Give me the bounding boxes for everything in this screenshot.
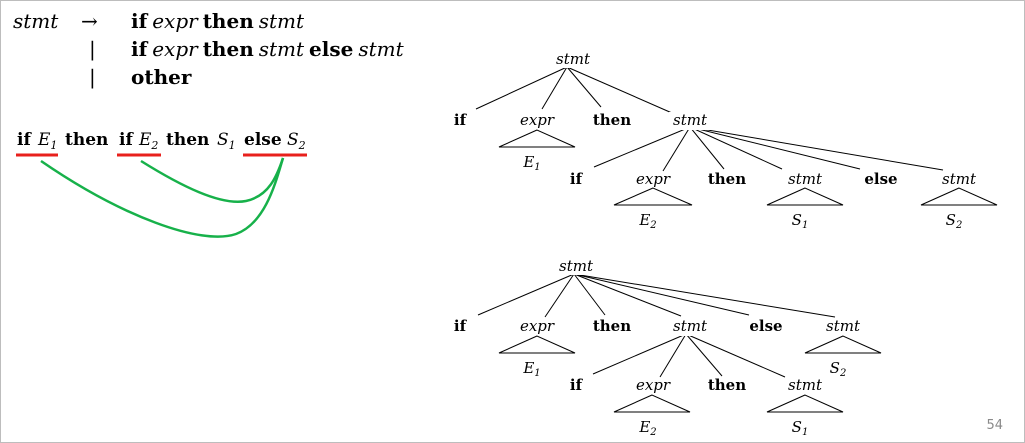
grammar: stmt → | | if expr then stmt if expr the… xyxy=(13,9,405,90)
sentence-token-else: else xyxy=(244,130,282,150)
tree-bottom-inner-if: if xyxy=(570,376,584,394)
grammar-rule-1-then: then xyxy=(203,9,255,33)
binding-arcs xyxy=(40,157,285,238)
tree-bottom-stmt-2: stmt xyxy=(826,317,861,335)
tree-bottom-then: then xyxy=(593,317,631,335)
grammar-rule-2: if expr then stmt else stmt xyxy=(131,37,405,61)
grammar-arrow: → xyxy=(81,9,98,33)
tree-bottom-inner-then: then xyxy=(708,376,746,394)
tree-top-inner-stmt-1: stmt xyxy=(788,170,823,188)
sentence-token-e1: E1 xyxy=(37,130,57,152)
tree-bottom-else: else xyxy=(749,317,782,335)
grammar-rule-2-expr: expr xyxy=(152,37,199,61)
tree-top-expr: expr xyxy=(520,111,555,129)
sentence-token-s1: S1 xyxy=(217,130,236,152)
grammar-rule-3-other: other xyxy=(131,65,192,89)
arc-if-e2-to-else xyxy=(140,157,285,204)
grammar-rule-1-expr: expr xyxy=(152,9,199,33)
tree-bottom-s2: S2 xyxy=(830,359,847,379)
tree-top-inner-else: else xyxy=(864,170,897,188)
tree-bottom-s1: S1 xyxy=(792,418,809,438)
tree-top-if: if xyxy=(454,111,468,129)
grammar-rule-1-if: if xyxy=(131,9,149,33)
tree-top-then: then xyxy=(593,111,631,129)
grammar-bar-2: | xyxy=(89,65,96,90)
tree-bottom-if: if xyxy=(454,317,468,335)
tree-bottom-root-stmt: stmt xyxy=(559,257,594,275)
tree-top-stmt: stmt xyxy=(673,111,708,129)
tree-top-inner-if: if xyxy=(570,170,584,188)
tree-bottom-inner-stmt: stmt xyxy=(788,376,823,394)
grammar-rule-2-then: then xyxy=(203,37,255,61)
tree-bottom-e2: E2 xyxy=(638,418,656,438)
sentence-token-then-1: then xyxy=(65,130,108,150)
sentence-token-if-1: if xyxy=(17,130,32,150)
tree-bottom-e1: E1 xyxy=(522,359,540,379)
grammar-bar-1: | xyxy=(89,37,96,62)
arc-if-e1-to-else xyxy=(40,157,285,238)
tree-top-inner-stmt-2: stmt xyxy=(942,170,977,188)
sentence: if E1 then if E2 then S1 else S2 xyxy=(17,130,306,152)
grammar-rule-1-stmt: stmt xyxy=(259,9,305,33)
grammar-rule-2-else: else xyxy=(309,37,353,61)
tree-top-e1: E1 xyxy=(522,153,540,173)
grammar-rule-2-stmt: stmt xyxy=(259,37,305,61)
sentence-token-if-2: if xyxy=(119,130,134,150)
sentence-token-e2: E2 xyxy=(138,130,158,152)
tree-top-s1: S1 xyxy=(792,211,809,231)
tree-top-inner-expr: expr xyxy=(636,170,671,188)
parse-tree-top xyxy=(475,66,998,206)
tree-bottom-stmt: stmt xyxy=(673,317,708,335)
sentence-token-s2: S2 xyxy=(287,130,306,152)
grammar-rule-2-if: if xyxy=(131,37,149,61)
tree-top-inner-then: then xyxy=(708,170,746,188)
tree-top-s2: S2 xyxy=(946,211,963,231)
sentence-token-then-2: then xyxy=(166,130,209,150)
tree-bottom-expr: expr xyxy=(520,317,555,335)
parse-tree-bottom-labels: stmt if expr then stmt else stmt E1 S2 i… xyxy=(454,257,861,438)
grammar-rule-1: if expr then stmt xyxy=(131,9,305,33)
grammar-lhs: stmt xyxy=(13,9,59,33)
parse-tree-bottom xyxy=(477,273,882,413)
page-number: 54 xyxy=(986,418,1003,433)
parse-tree-top-labels: stmt if expr then stmt E1 if expr then s… xyxy=(454,50,977,231)
tree-bottom-inner-expr: expr xyxy=(636,376,671,394)
tree-top-e2: E2 xyxy=(638,211,656,231)
grammar-rule-2-stmt-2: stmt xyxy=(358,37,404,61)
tree-top-root-stmt: stmt xyxy=(556,50,591,68)
